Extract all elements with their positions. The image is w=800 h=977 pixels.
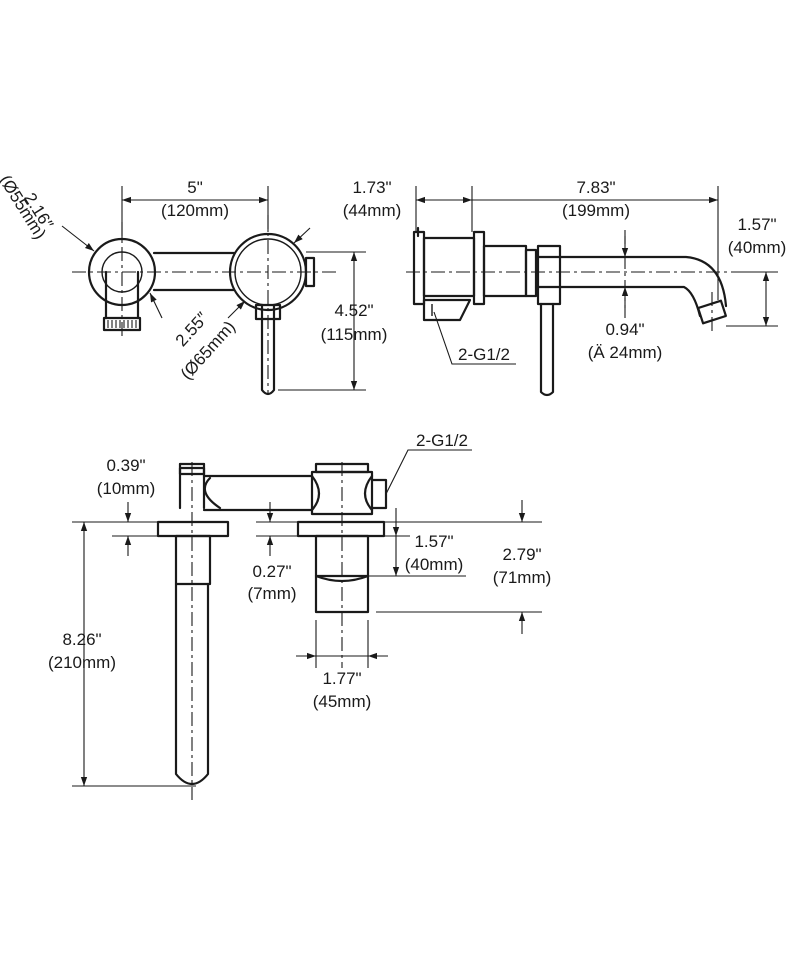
dim-spacing-metric: (120mm) — [161, 201, 229, 220]
top-connecting-pipe — [202, 474, 314, 512]
dim-connection-top-label: 2-G1/2 — [416, 431, 468, 450]
top-valve-housing — [310, 470, 374, 516]
dim-connection-top-leader — [385, 449, 472, 495]
dim-width-imperial: 1.77" — [322, 669, 361, 688]
left-escutcheon-inner — [101, 251, 143, 293]
dim-lever-imperial: 8.26" — [62, 630, 101, 649]
dim-connection-side-label: 2-G1/2 — [458, 345, 510, 364]
dim-handle-imperial: 4.52" — [334, 301, 373, 320]
side-lever — [539, 302, 555, 397]
side-view: 1.73" (44mm) 7.83" (199mm) 1.57" (40mm) … — [343, 178, 787, 397]
front-side-stub — [304, 256, 316, 288]
spout-top — [534, 255, 728, 308]
dim-drop-imperial: 1.57" — [737, 215, 776, 234]
side-wall-plate — [412, 230, 426, 306]
side-escutcheon-edge — [524, 248, 538, 298]
top-valve-body — [314, 534, 370, 578]
dim-depth-metric: (44mm) — [343, 201, 402, 220]
top-lever-shaft — [174, 582, 210, 786]
top-valve-side-outlet — [370, 478, 388, 510]
dim-reach-metric: (199mm) — [562, 201, 630, 220]
dim-spout-dia-imperial: 0.94" — [605, 320, 644, 339]
dim-body-imperial: 1.57" — [414, 532, 453, 551]
dim-lever-metric: (210mm) — [48, 653, 116, 672]
side-handle-hub — [536, 244, 562, 306]
dim-width-metric: (45mm) — [313, 692, 372, 711]
front-lever-handle — [260, 303, 276, 396]
side-valve-body — [422, 236, 476, 298]
dim-right-diameter-leader-bottom — [227, 300, 246, 319]
top-valve-plate — [296, 520, 386, 538]
top-lever-cap-band — [178, 466, 206, 476]
dim-total-imperial: 2.79" — [502, 545, 541, 564]
dim-right-diameter-leader-top — [293, 227, 311, 244]
spout-tip — [697, 299, 727, 325]
top-pipe-left-curve — [203, 476, 222, 510]
top-valve-curve-left — [310, 474, 321, 512]
front-spout-body — [104, 270, 140, 320]
dim-depth-imperial: 1.73" — [352, 178, 391, 197]
dim-offset-imperial: 0.27" — [252, 562, 291, 581]
side-inlet-fitting — [422, 298, 472, 322]
dim-spacing-imperial: 5" — [187, 178, 203, 197]
dim-reach-imperial: 7.83" — [576, 178, 615, 197]
side-flange — [472, 230, 486, 306]
top-lever-neck — [174, 534, 212, 586]
top-valve-curve-right — [363, 474, 374, 512]
top-lever-plate — [156, 520, 230, 538]
dim-connection-side-leader — [433, 311, 516, 365]
dim-left-diameter-leader-top — [61, 225, 95, 252]
dim-drop-metric: (40mm) — [728, 238, 787, 257]
dim-plate-imperial: 0.39" — [106, 456, 145, 475]
dim-plate-metric: (10mm) — [97, 479, 156, 498]
dim-left-diameter-leader-bottom — [149, 292, 163, 319]
side-escutcheon — [482, 244, 528, 298]
dim-handle-metric: (115mm) — [321, 325, 388, 344]
front-view: 5" (120mm) 2.16″ (Ø55mm) 2.55″ (Ø65mm) 4… — [0, 172, 388, 396]
dim-spout-dia-metric: (Ä 24mm) — [588, 343, 663, 362]
dim-body-metric: (40mm) — [405, 555, 464, 574]
dim-offset-metric: (7mm) — [247, 584, 296, 603]
lever-base — [254, 303, 282, 321]
top-view: 2-G1/2 0.39" (10mm) 8.26" (210mm) 0.27" … — [48, 431, 551, 800]
top-valve-inlet — [314, 574, 370, 614]
spout-aerator — [102, 316, 142, 332]
dim-total-metric: (71mm) — [493, 568, 552, 587]
aerator-mesh — [107, 320, 137, 328]
